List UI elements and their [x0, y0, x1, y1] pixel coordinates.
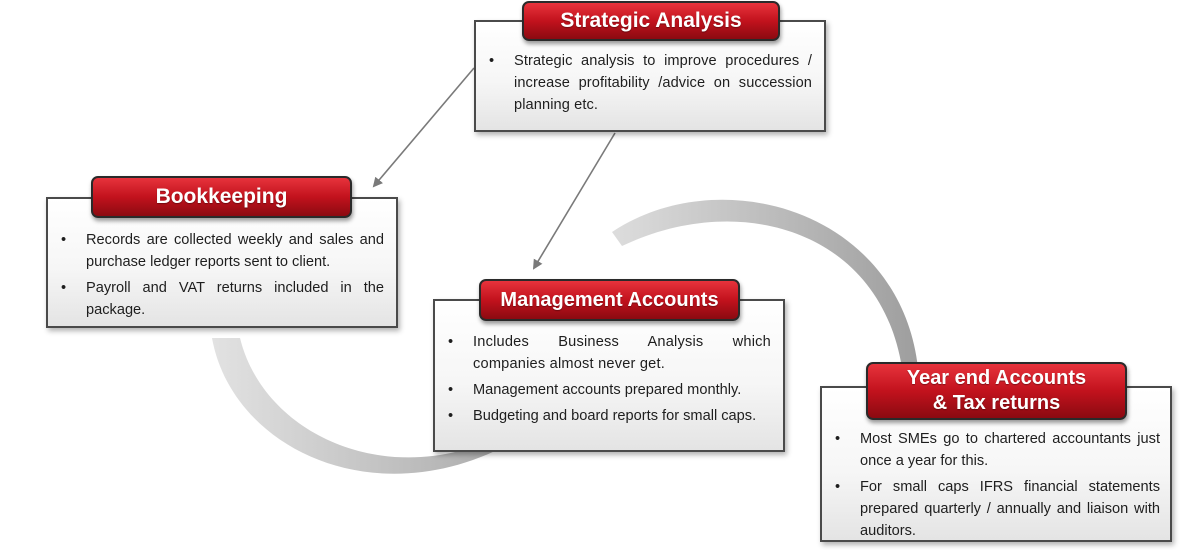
strategic-analysis-title-text: Strategic Analysis	[560, 9, 742, 32]
year-end-bullets: Most SMEs go to chartered accountants ju…	[824, 428, 1160, 542]
bullet-item: For small caps IFRS financial statements…	[824, 476, 1160, 542]
bookkeeping-title-text: Bookkeeping	[155, 185, 288, 208]
bullet-item: Most SMEs go to chartered accountants ju…	[824, 428, 1160, 472]
bookkeeping-box: Records are collected weekly and sales a…	[46, 197, 398, 328]
bookkeeping-bullets: Records are collected weekly and sales a…	[50, 229, 384, 321]
flow-swoosh-management-to-yearend	[612, 199, 918, 368]
bookkeeping-title: Bookkeeping	[91, 176, 352, 218]
arrow-strategic-to-bookkeeping	[372, 67, 475, 188]
year-end-title-line1: Year end Accounts	[906, 367, 1087, 389]
bullet-item: Management accounts prepared monthly.	[437, 379, 771, 401]
management-accounts-title-text: Management Accounts	[500, 288, 719, 311]
strategic-analysis-bullets: Strategic analysis to improve procedures…	[478, 50, 812, 116]
arrow-strategic-to-management	[532, 132, 616, 270]
bullet-item: Records are collected weekly and sales a…	[50, 229, 384, 273]
flow-swoosh-bookkeeping-to-management	[212, 338, 520, 474]
strategic-analysis-title: Strategic Analysis	[522, 1, 780, 41]
bullet-item: Includes Business Analysis which compani…	[437, 331, 771, 375]
bullet-item: Strategic analysis to improve procedures…	[478, 50, 812, 116]
bullet-item: Payroll and VAT returns included in the …	[50, 277, 384, 321]
management-accounts-bullets: Includes Business Analysis which compani…	[437, 331, 771, 427]
management-accounts-box: Includes Business Analysis which compani…	[433, 299, 785, 452]
year-end-title: Year end Accounts & Tax returns	[866, 362, 1127, 420]
management-accounts-title: Management Accounts	[479, 279, 740, 321]
year-end-title-line2: & Tax returns	[932, 392, 1061, 414]
bullet-item: Budgeting and board reports for small ca…	[437, 405, 771, 427]
